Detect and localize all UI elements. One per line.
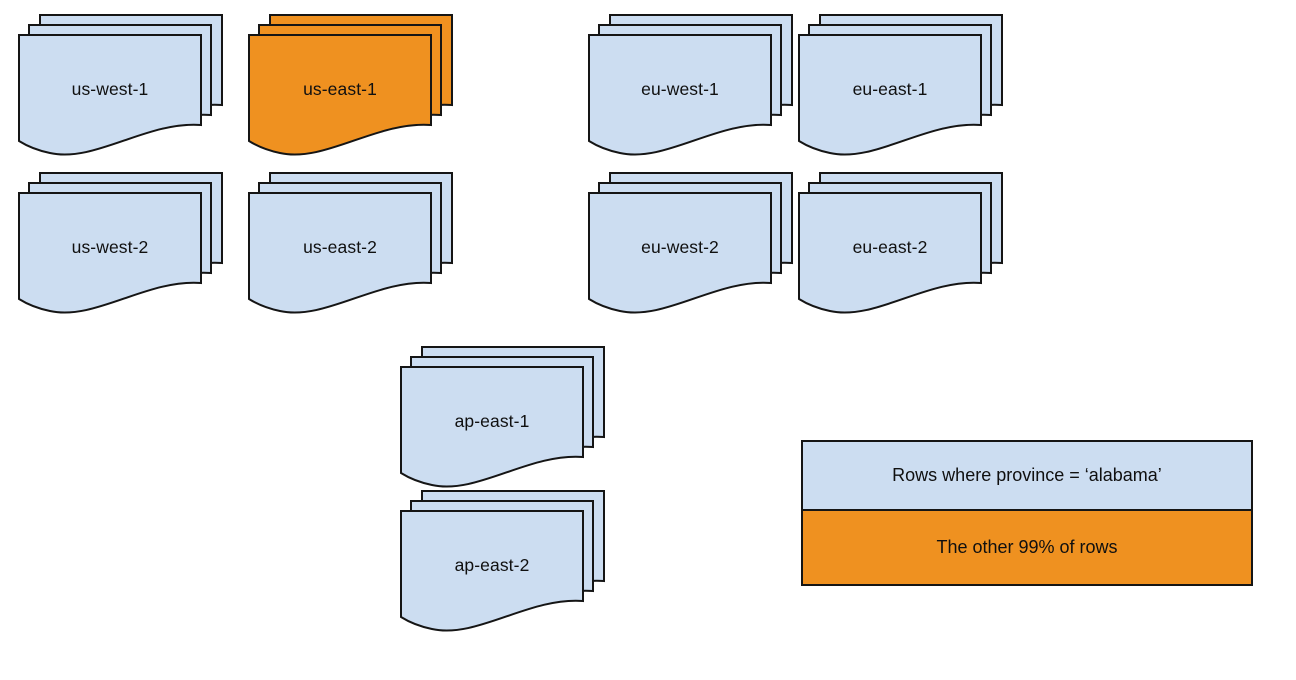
document-page-front <box>400 510 584 632</box>
document-stack-eu-east-1[interactable]: eu-east-1 <box>798 14 1004 172</box>
document-stack-shape <box>248 14 453 156</box>
document-page-front <box>798 34 982 156</box>
document-page-front <box>400 366 584 488</box>
document-stack-us-east-1[interactable]: us-east-1 <box>248 14 454 172</box>
document-stack-shape <box>798 172 1003 314</box>
document-stack-shape <box>588 172 793 314</box>
document-stack-eu-east-2[interactable]: eu-east-2 <box>798 172 1004 330</box>
document-stack-shape <box>798 14 1003 156</box>
document-stack-shape <box>18 172 223 314</box>
document-stack-eu-west-1[interactable]: eu-west-1 <box>588 14 794 172</box>
document-page-front <box>248 34 432 156</box>
document-page-front <box>588 192 772 314</box>
document-page-front <box>798 192 982 314</box>
document-stack-shape <box>400 490 605 632</box>
document-stack-us-west-2[interactable]: us-west-2 <box>18 172 224 330</box>
document-stack-shape <box>18 14 223 156</box>
document-stack-us-east-2[interactable]: us-east-2 <box>248 172 454 330</box>
document-stack-us-west-1[interactable]: us-west-1 <box>18 14 224 172</box>
document-page-front <box>18 192 202 314</box>
document-page-front <box>18 34 202 156</box>
legend-item-blue-label: Rows where province = ‘alabama’ <box>892 465 1162 485</box>
document-stack-shape <box>248 172 453 314</box>
legend-item-orange-label: The other 99% of rows <box>936 537 1118 557</box>
document-stack-eu-west-2[interactable]: eu-west-2 <box>588 172 794 330</box>
document-page-front <box>588 34 772 156</box>
document-page-front <box>248 192 432 314</box>
document-stack-ap-east-1[interactable]: ap-east-1 <box>400 346 606 504</box>
document-stack-ap-east-2[interactable]: ap-east-2 <box>400 490 606 648</box>
legend-item-blue: Rows where province = ‘alabama’ <box>803 442 1251 511</box>
legend-item-orange: The other 99% of rows <box>803 511 1251 584</box>
legend: Rows where province = ‘alabama’ The othe… <box>801 440 1253 586</box>
document-stack-shape <box>588 14 793 156</box>
document-stack-shape <box>400 346 605 488</box>
